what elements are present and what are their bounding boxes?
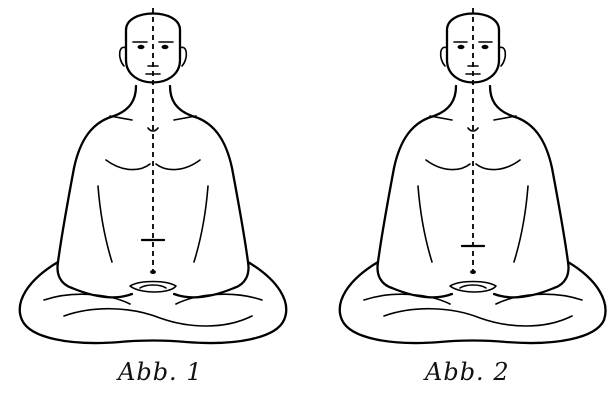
figure-abb-1: Abb. 1: [0, 0, 306, 401]
caption-abb-2: Abb. 2: [425, 358, 510, 386]
figure-abb-2: Abb. 2: [305, 0, 611, 401]
crossed-legs-1: [20, 262, 286, 343]
crossed-legs-2: [340, 262, 606, 343]
caption-abb-1: Abb. 1: [118, 358, 203, 386]
seated-figure-drawing-1: [0, 0, 306, 401]
seated-figure-drawing-2: [305, 0, 611, 401]
